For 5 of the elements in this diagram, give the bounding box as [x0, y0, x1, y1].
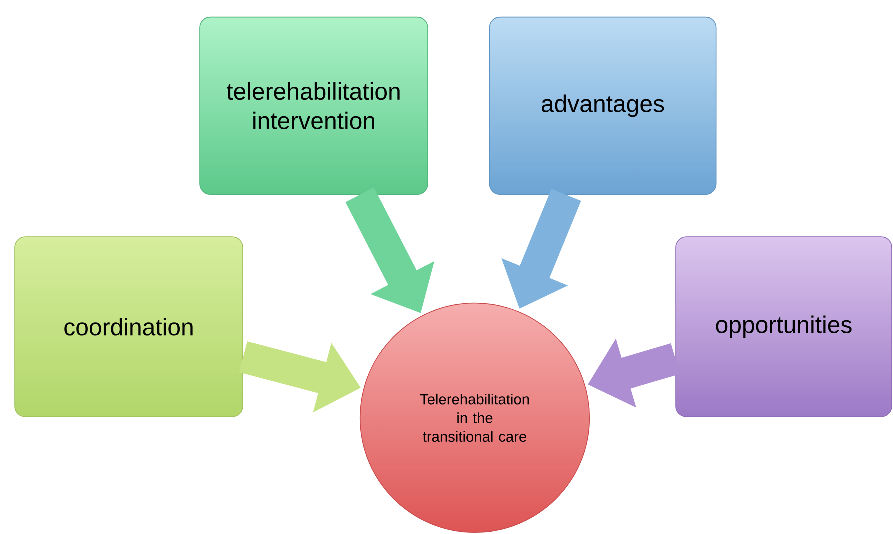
rounded-box: advantages — [489, 16, 717, 196]
rounded-box: telerehabilitation intervention — [200, 16, 428, 196]
rounded-box: coordination — [14, 236, 244, 418]
circle-node: Telerehabilitation in the transitional care — [360, 302, 590, 534]
rounded-box: opportunities — [676, 236, 892, 418]
